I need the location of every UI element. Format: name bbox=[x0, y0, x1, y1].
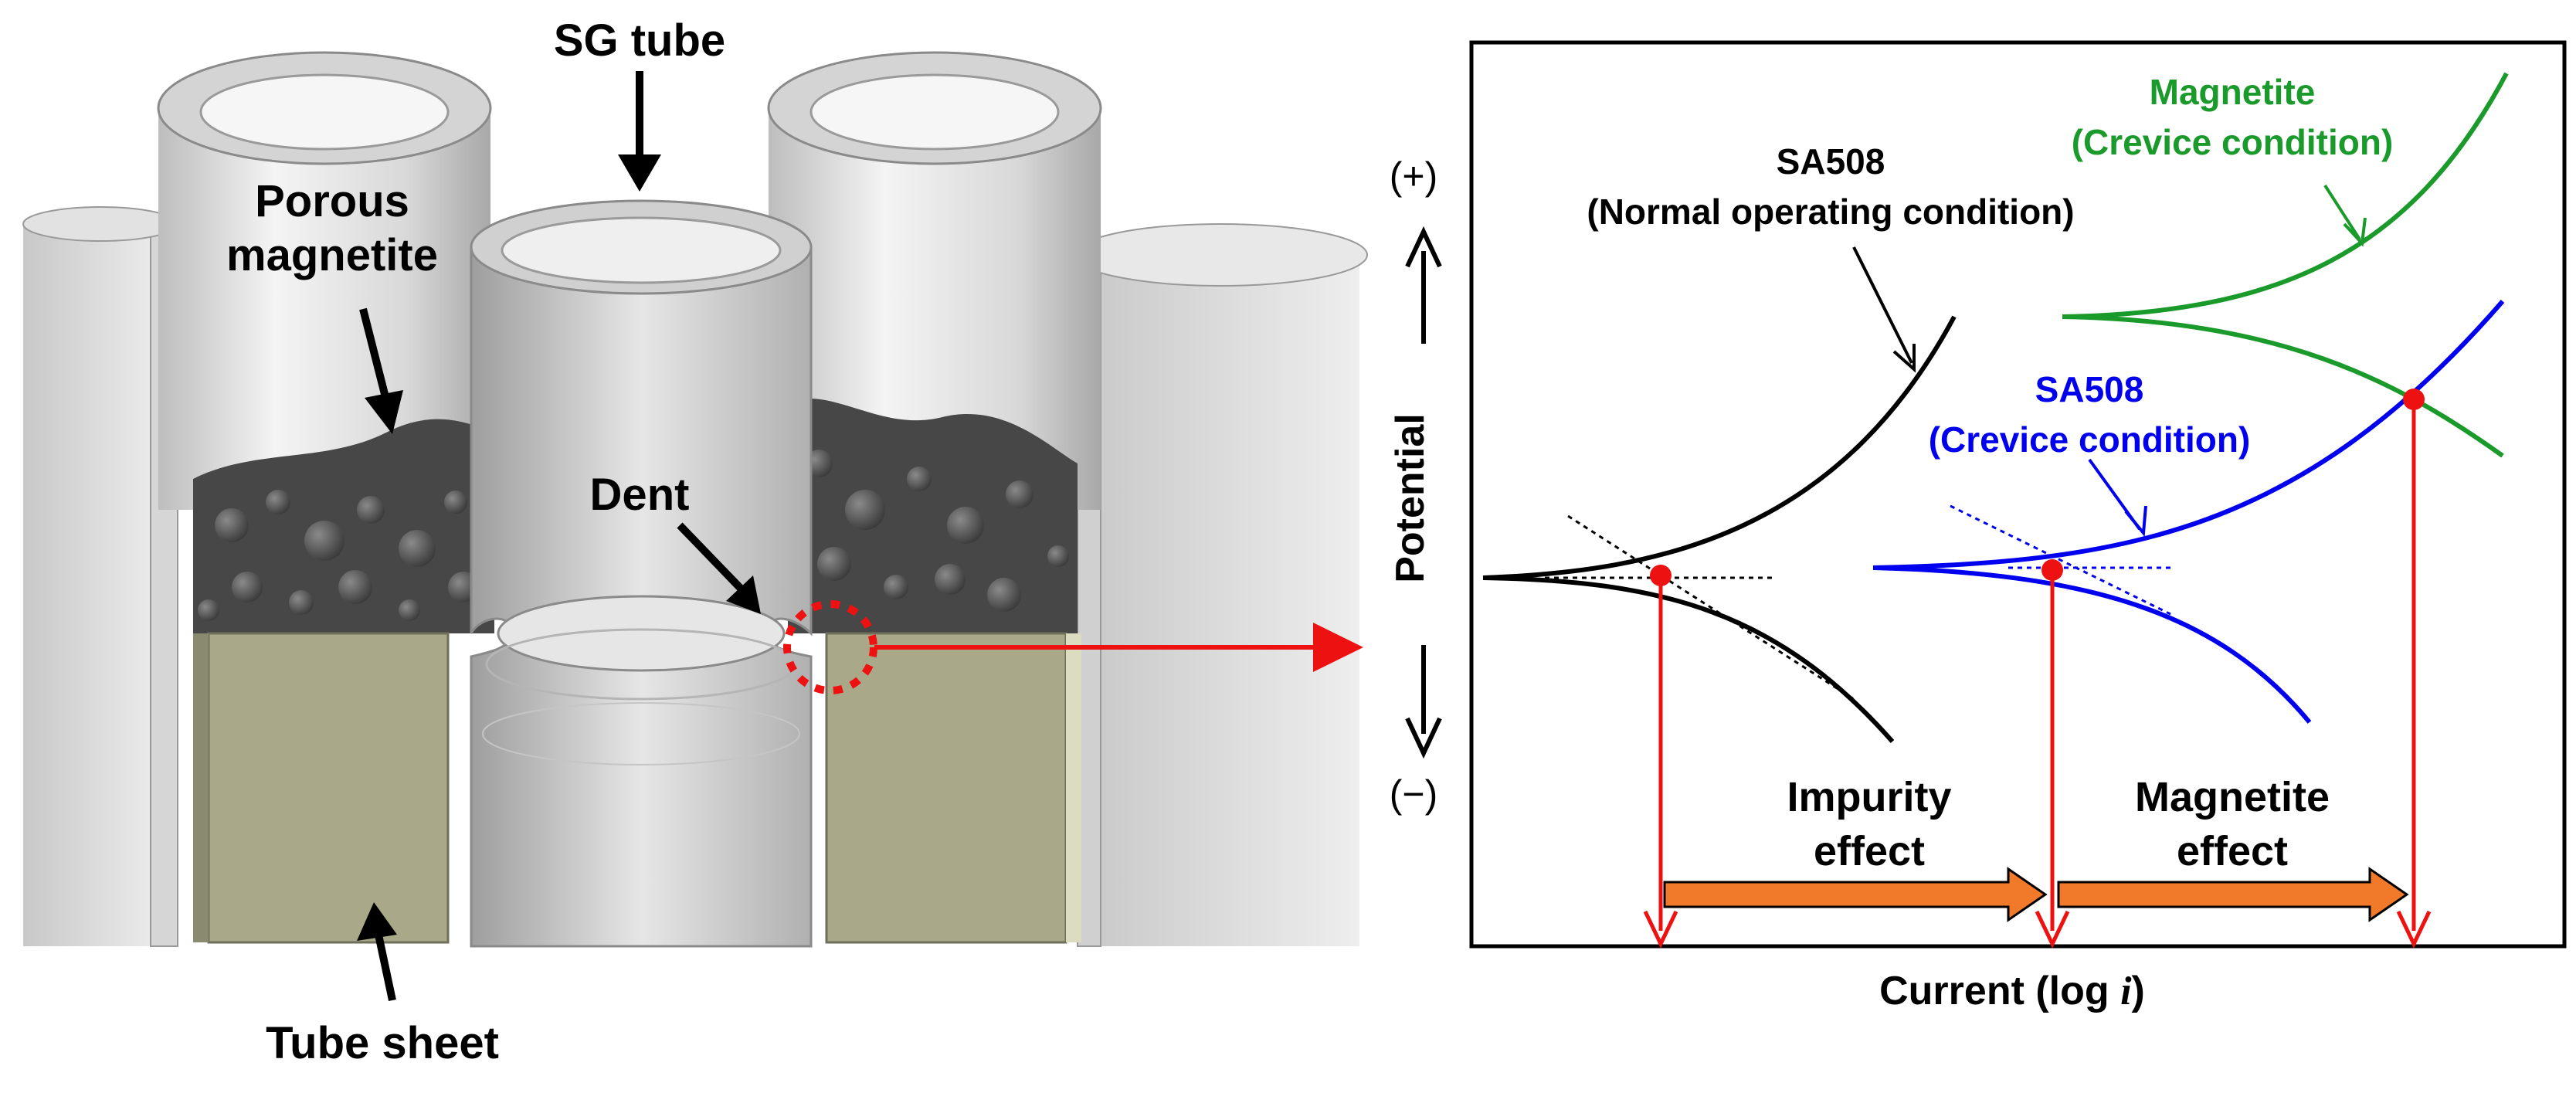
magnetite-anodic bbox=[2062, 72, 2509, 319]
sa508-crevice-tafel-cathodic bbox=[1950, 504, 2171, 616]
sg-tube-label: SG tube bbox=[554, 15, 725, 66]
x-axis-label-end: ) bbox=[2132, 969, 2145, 1013]
crevice-highlight bbox=[783, 600, 877, 694]
sa508-normal-label-line1: SA508 bbox=[1777, 141, 1885, 182]
sa508-normal-tafel-cathodic bbox=[1567, 514, 1855, 701]
sg-tube-illustration: SG tube Porous magnetite Dent Tube sheet bbox=[22, 15, 1368, 1068]
sa508-normal-anodic bbox=[1482, 315, 1957, 580]
impurity-effect-line2: effect bbox=[1814, 828, 1925, 874]
link-arrow-head bbox=[1313, 623, 1363, 672]
sa508-crevice-cathodic bbox=[1872, 565, 2312, 724]
magnetite-effect-line1: Magnetite bbox=[2135, 774, 2330, 820]
potential-plus: (+) bbox=[1390, 154, 1438, 198]
sa508-crevice-label-line1: SA508 bbox=[2035, 369, 2144, 409]
porous-magnetite-right bbox=[788, 398, 1078, 633]
potential-minus: (−) bbox=[1390, 772, 1438, 816]
porous-label-line1: Porous bbox=[255, 176, 409, 226]
x-axis-label-main: Current (log bbox=[1879, 969, 2120, 1013]
x-axis-label: Current (log i) bbox=[1879, 969, 2145, 1013]
back-left-tube bbox=[157, 51, 492, 510]
magnetite-label-line1: Magnetite bbox=[2150, 72, 2316, 112]
sa508-crevice-label-line2: (Crevice condition) bbox=[1929, 419, 2251, 460]
left-partial-tube bbox=[23, 224, 166, 946]
porous-arrow bbox=[359, 307, 390, 402]
tube-sheet-arrow bbox=[375, 933, 396, 1002]
dent-arrow bbox=[677, 522, 746, 594]
right-partial-tube bbox=[1081, 255, 1359, 946]
porous-label-line2: magnetite bbox=[226, 230, 438, 280]
polarization-diagram: (+) (−) Potential Current (log i) SA508 … bbox=[1388, 40, 2567, 1013]
central-sg-tube bbox=[470, 199, 813, 948]
diagram-frame bbox=[1469, 40, 2567, 949]
y-axis-label: Potential bbox=[1388, 413, 1433, 583]
x-axis-label-italic: i bbox=[2120, 969, 2132, 1013]
dent-label: Dent bbox=[590, 470, 690, 520]
tube-sheet-label: Tube sheet bbox=[266, 1018, 499, 1068]
magnetite-cathodic bbox=[2062, 314, 2504, 458]
magnetite-label-line2: (Crevice condition) bbox=[2072, 122, 2394, 162]
impurity-effect-arrow bbox=[1663, 867, 2048, 922]
magnetite-pointer bbox=[2323, 184, 2361, 241]
magnetite-effect-arrow bbox=[2057, 867, 2409, 922]
impurity-effect-line1: Impurity bbox=[1787, 774, 1951, 820]
magnetite-effect-line2: effect bbox=[2177, 828, 2288, 874]
sa508-normal-label-line2: (Normal operating condition) bbox=[1587, 192, 2074, 232]
tube-sheet-right bbox=[825, 632, 1067, 944]
tube-sheet-left bbox=[207, 632, 450, 944]
sa508-normal-pointer bbox=[1852, 246, 1913, 364]
